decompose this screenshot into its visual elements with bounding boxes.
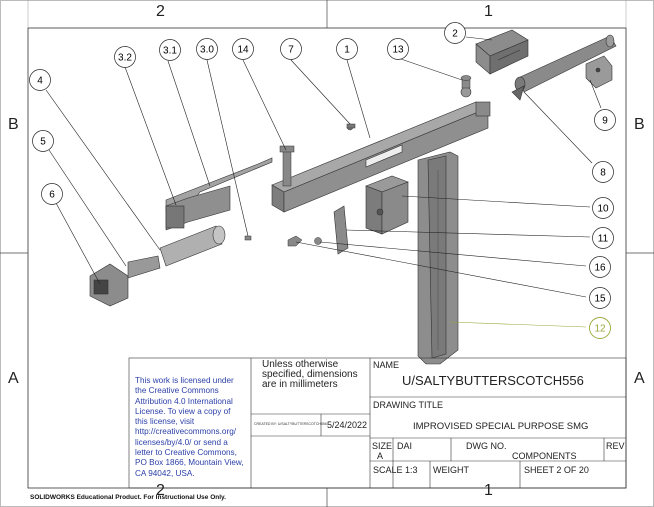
name-label: NAME [373,360,400,370]
dwg-no-label: DWG NO. [466,441,507,451]
zone-left-a: A [8,370,19,387]
balloon-label: 12 [594,324,606,335]
balloon-1: 1 [336,38,358,60]
balloon-label: 15 [594,294,606,305]
drawing-date: 5/24/2022 [327,420,368,430]
balloon-5: 5 [32,130,54,152]
zone-left-b: B [8,116,19,133]
license-text: This work is licensed under the Creative… [135,376,244,478]
title-block-grid [128,357,627,489]
zone-right-b: B [634,116,645,133]
sheet-number: SHEET 2 OF 20 [524,465,589,475]
scale: SCALE 1:3 [373,465,418,475]
part-7-screw [346,123,356,131]
part-3-stock-rail [165,157,273,231]
balloon-8: 8 [592,161,614,183]
size-value: A [377,451,384,461]
balloon-label: 9 [602,116,608,127]
zone-top-2: 2 [156,3,165,20]
leader-lines [45,36,602,328]
balloon-9: 9 [594,109,616,131]
part-4-rod [159,225,226,267]
balloon-11: 11 [592,227,614,249]
balloon-15: 15 [589,287,611,309]
part-2-bracket [475,29,529,75]
balloon-6: 6 [41,183,63,205]
balloon-13: 13 [387,38,409,60]
balloon-label: 10 [597,204,609,215]
dai-label: DAI [397,441,413,451]
balloon-label: 3.1 [163,46,177,57]
balloon-label: 2 [452,29,458,40]
part-1-receiver [271,86,491,213]
part-6-knob [89,255,161,307]
part-14-bolt [279,145,295,187]
balloon-label: 16 [594,263,606,274]
balloon-3.1: 3.1 [159,39,181,61]
educational-footer: SOLIDWORKS Educational Product. For Inst… [30,494,226,501]
balloon-label: 11 [598,234,609,245]
weight: WEIGHT [433,465,469,475]
zone-bottom-1: 1 [484,482,493,499]
balloon-3.0: 3.0 [196,38,218,60]
part-9-barrel [511,34,617,101]
part-12-magazine [417,151,459,365]
balloon-label: 3.2 [118,53,132,64]
rev-label: REV [606,441,625,451]
name-value: U/SALTYBUTTERSCOTCH556 [402,373,584,388]
balloon-label: 5 [40,137,46,148]
balloon-10: 10 [592,197,614,219]
balloon-label: 1 [344,45,350,56]
part-15-nut [287,235,303,247]
balloon-14: 14 [232,38,254,60]
balloon-label: 14 [237,45,249,56]
part-13-screw [460,75,472,89]
balloon-3.2: 3.2 [114,46,136,68]
part-11-plate [333,205,349,255]
balloon-12: 12 [589,317,611,339]
balloon-label: 7 [288,45,294,56]
balloon-16: 16 [589,256,611,278]
balloon-label: 4 [37,76,43,87]
dwg-no-value: COMPONENTS [512,451,577,461]
zone-bottom-2: 2 [156,482,165,499]
size-label: SIZE [372,441,393,451]
created-by: CREATED BY: U/SALTYBUTTERSCOTCH556 [254,422,327,426]
balloon-label: 3.0 [200,45,214,56]
part-10-block [365,175,409,235]
zone-right-a: A [634,370,645,387]
balloon-label: 8 [600,168,606,179]
balloon-label: 13 [392,45,404,56]
balloon-7: 7 [280,38,302,60]
drawing-title-value: IMPROVISED SPECIAL PURPOSE SMG [413,421,589,432]
balloon-2: 2 [444,22,466,44]
balloon-4: 4 [29,69,51,91]
balloon-label: 6 [49,190,55,201]
part-16-washer [314,237,322,245]
tolerance-note: Unless otherwise specified, dimensions a… [262,359,358,390]
zone-top-1: 1 [484,3,493,20]
drawing-title-label: DRAWING TITLE [373,400,444,410]
